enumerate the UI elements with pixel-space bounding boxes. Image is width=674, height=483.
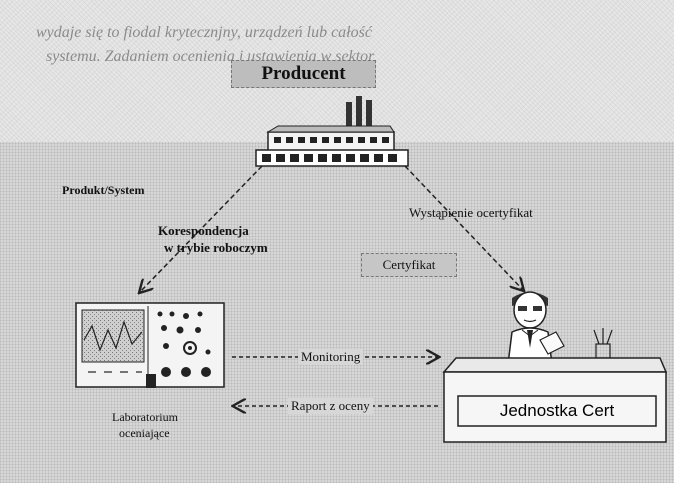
- certificate-issue-label: Wystąpienie ocertyfikat: [409, 205, 533, 221]
- report-label: Raport z oceny: [288, 398, 373, 414]
- lab-label: Laboratorium: [112, 410, 178, 425]
- lab-label-line2: oceniające: [119, 426, 170, 441]
- correspondence-label: Korespondencja: [158, 223, 249, 239]
- cert-unit-label: Jednostka Cert: [458, 396, 656, 426]
- producer-label: Producent: [231, 60, 376, 88]
- factory-icon: [256, 96, 408, 166]
- monitoring-label: Monitoring: [298, 349, 363, 365]
- certification-officer-icon: [508, 292, 612, 364]
- product-system-label: Produkt/System: [62, 183, 144, 198]
- correspondence-label-line2: w trybie roboczym: [164, 240, 268, 256]
- certificate-label: Certyfikat: [361, 253, 457, 277]
- lab-equipment-icon: [76, 303, 224, 388]
